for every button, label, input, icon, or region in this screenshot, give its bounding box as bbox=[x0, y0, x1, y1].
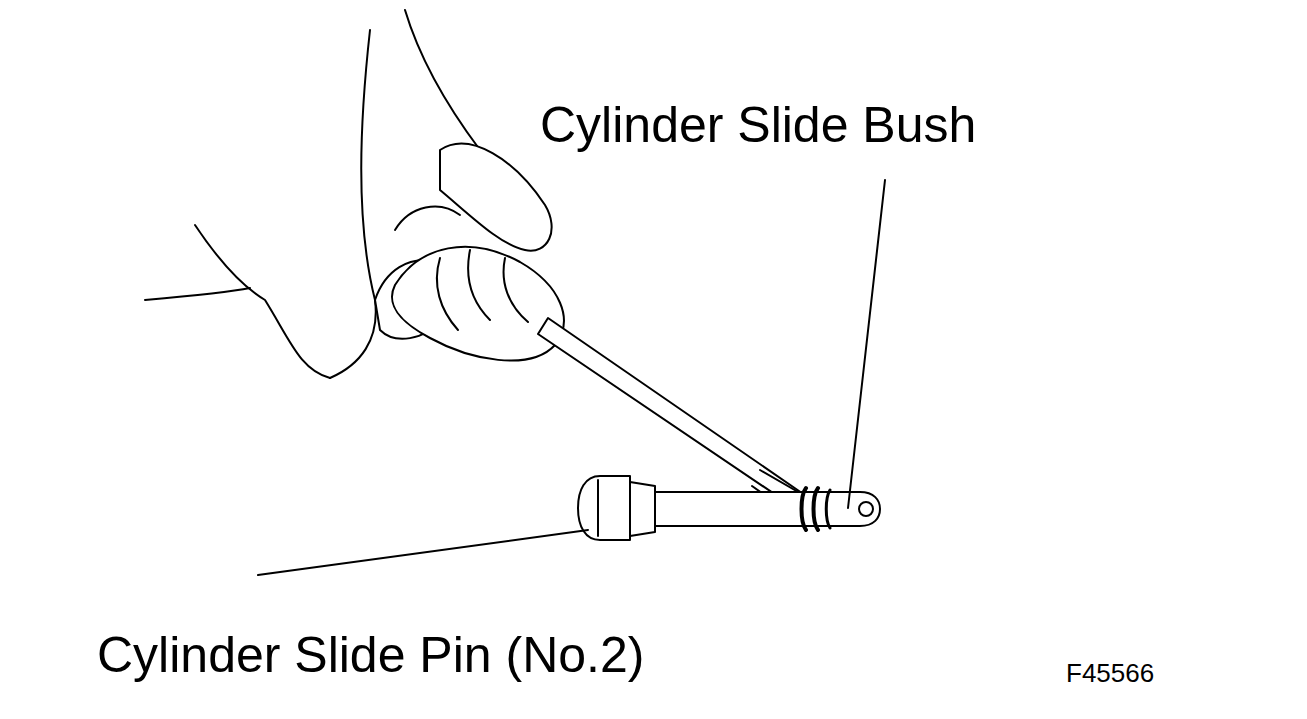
screwdriver-handle bbox=[392, 247, 564, 361]
pin-body bbox=[655, 492, 880, 526]
handle-groove bbox=[437, 258, 458, 330]
leader-line bbox=[848, 180, 885, 508]
finger bbox=[395, 207, 460, 230]
bush-ring bbox=[814, 488, 819, 530]
figure-number: F45566 bbox=[1066, 660, 1154, 686]
part-label: Cylinder Slide Pin (No.2) bbox=[97, 630, 644, 680]
handle-groove bbox=[504, 258, 528, 322]
handle-groove bbox=[468, 250, 490, 320]
arm-outline bbox=[145, 288, 250, 300]
screwdriver-shaft bbox=[538, 318, 812, 514]
pin-collar bbox=[630, 482, 655, 536]
thumb bbox=[440, 144, 552, 251]
pin-head-edge bbox=[597, 480, 599, 536]
pin-end bbox=[859, 502, 873, 516]
bush-ring bbox=[826, 490, 830, 528]
arm-outline bbox=[195, 225, 330, 378]
part-label: Cylinder Slide Bush bbox=[540, 100, 976, 150]
bush-ring bbox=[802, 488, 807, 530]
leader-line bbox=[258, 530, 588, 575]
hand-outline bbox=[330, 30, 376, 378]
